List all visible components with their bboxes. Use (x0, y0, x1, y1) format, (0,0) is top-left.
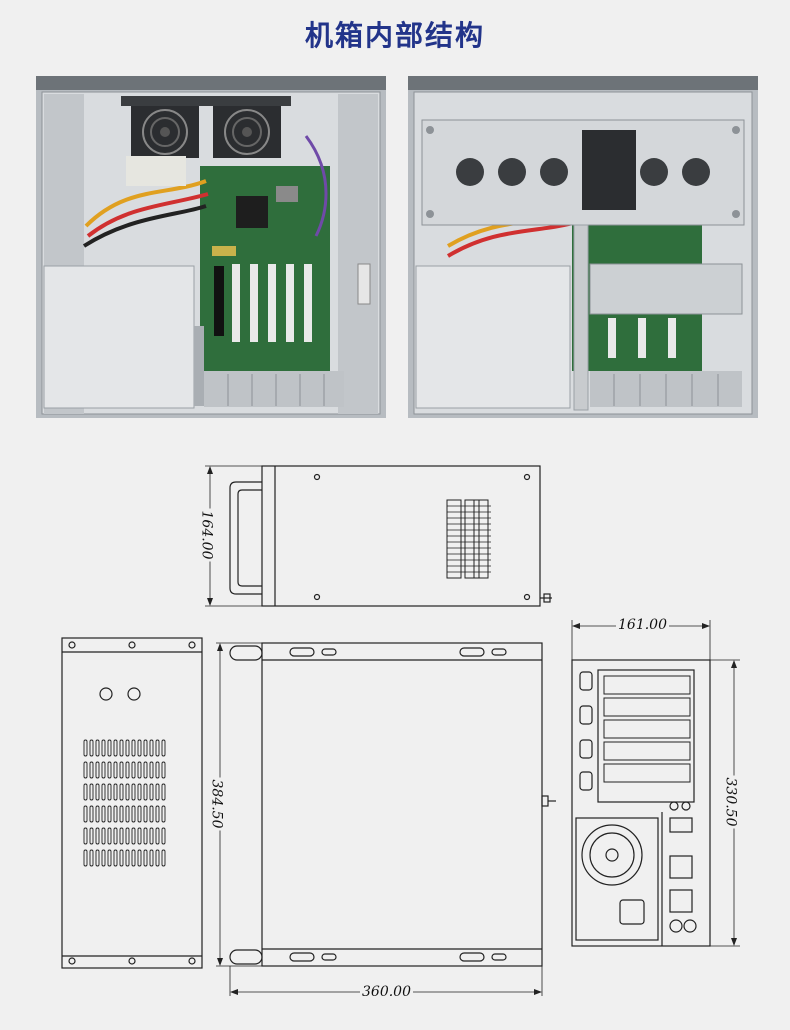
front-view-drawing (61, 637, 203, 969)
dimension-height-label: 164.00 (198, 508, 215, 562)
top-view-drawing (205, 465, 552, 607)
rear-view-drawing (571, 620, 740, 947)
fan-left-icon (131, 106, 199, 158)
chassis-bracket-photo (408, 76, 758, 418)
dimension-depth-side-label: 384.50 (208, 777, 225, 831)
fan-right-icon (213, 106, 281, 158)
page-title: 机箱内部结构 (304, 19, 485, 52)
dimension-rear-height-label: 330.50 (722, 775, 739, 829)
dimension-length-label: 360.00 (360, 984, 413, 1000)
chassis-interior-photo (36, 76, 386, 418)
side-view-drawing (216, 642, 556, 996)
dimension-width-label: 161.00 (616, 617, 669, 633)
